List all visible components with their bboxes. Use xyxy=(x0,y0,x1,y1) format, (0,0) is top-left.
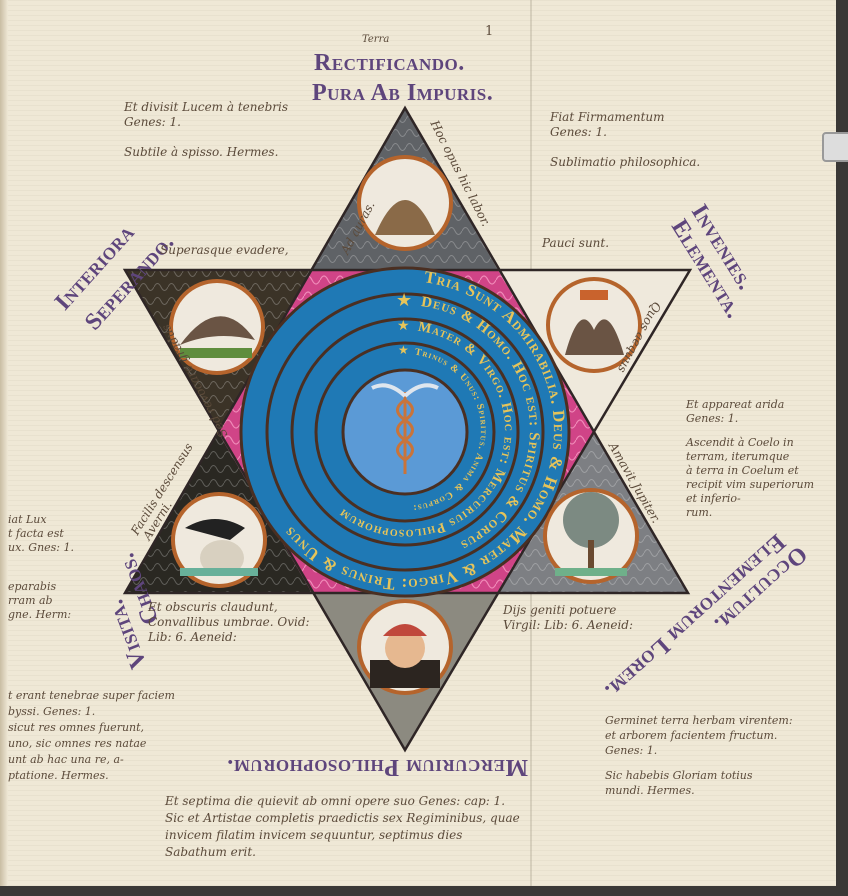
page-clip xyxy=(822,132,848,162)
mercury-head-icon xyxy=(385,628,425,668)
title-rectificando: Rectificando. xyxy=(314,50,465,76)
skull-icon xyxy=(200,540,244,576)
note-bottom-septima-die: Et septima die quievit ab omni opere suo… xyxy=(165,794,520,859)
caduceus-icon xyxy=(371,383,439,474)
tree-icon xyxy=(563,492,619,548)
star-icon: ★ xyxy=(396,290,412,311)
birds-icon xyxy=(375,200,435,235)
note-ovid: Et obscuris claudunt,Convallibus umbrae.… xyxy=(148,600,310,644)
eagles-icon xyxy=(565,319,624,355)
title-mercurium-philosophorum: Mercurium Philosophorum. xyxy=(226,754,528,780)
ring-stars: ★ ★ ★ xyxy=(396,290,412,357)
top-note: Terra xyxy=(362,34,390,45)
note-superasque: Superasque evadere, xyxy=(160,243,289,257)
title-pura-ab-impuris: Pura Ab Impuris. xyxy=(312,80,494,106)
star-icon: ★ xyxy=(398,343,409,357)
eagle-icon xyxy=(180,316,255,345)
star-icon: ★ xyxy=(397,318,410,334)
note-lower-right: Germinet terra herbam virentem:et arbore… xyxy=(605,714,793,797)
raven-icon xyxy=(185,519,245,540)
note-pauci-sunt: Pauci sunt. xyxy=(542,236,610,250)
page-gutter xyxy=(0,0,8,886)
crown-icon xyxy=(580,290,608,300)
page-number: 1 xyxy=(485,24,494,39)
